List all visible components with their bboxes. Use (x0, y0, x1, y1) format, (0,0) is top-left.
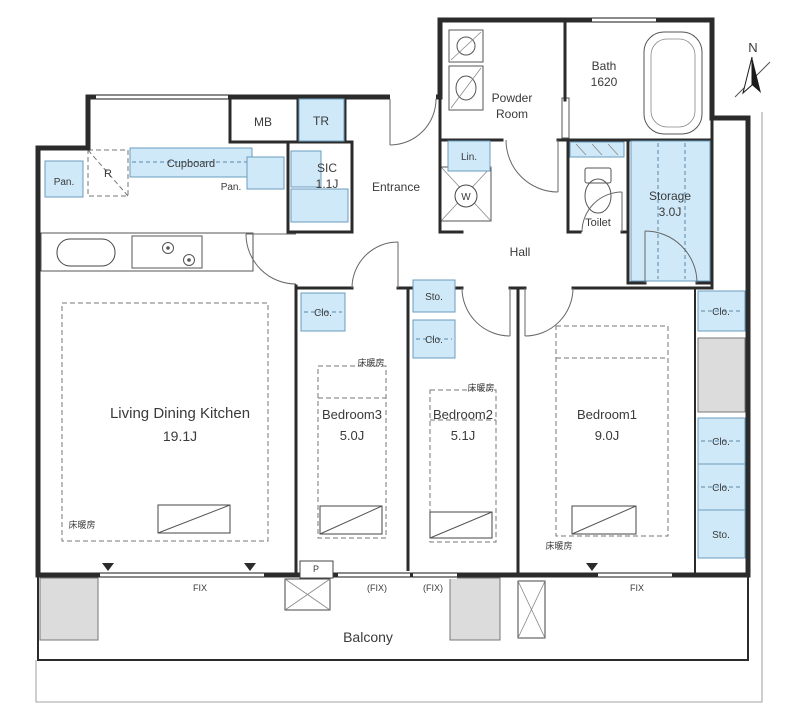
pillar-box (299, 560, 334, 579)
hall-storage-unit (412, 279, 456, 313)
storage-right (697, 509, 746, 559)
sic-size-label: 1.1J (316, 177, 339, 191)
closet-bedroom3-label: Clo. (314, 308, 332, 319)
linen-shelf (447, 140, 491, 172)
sic-shelf-2 (290, 188, 349, 223)
cupboard-label: Cupboard (167, 158, 215, 170)
closet-right-2-label: Clo. (712, 483, 730, 494)
refrigerator-label: R (104, 168, 112, 180)
bed-bedroom2 (429, 389, 497, 543)
windows (96, 17, 672, 579)
hall-label: Hall (510, 245, 531, 259)
fix-window-label-2: (FIX) (367, 583, 387, 593)
toilet-bowl (584, 178, 612, 214)
bath-size-label: 1620 (591, 75, 618, 89)
floor-heating-label-bedroom2: 床暖房 (467, 382, 494, 393)
closet-bedroom2-label: Clo. (425, 335, 443, 346)
floor-heating-label-bedroom3: 床暖房 (357, 357, 384, 368)
closet-bedroom1-top-label: Clo. (712, 307, 730, 318)
bedroom3-label: Bedroom3 (322, 407, 382, 422)
fix-window-label-4: FIX (630, 583, 644, 593)
compass-needle-light (742, 56, 753, 95)
walls (35, 17, 751, 661)
ldk-floor-heating-area (61, 302, 269, 542)
bedroom2-size-label: 5.1J (451, 428, 476, 443)
pantry-label-2: Pan. (221, 182, 242, 193)
washer-label: W (461, 192, 471, 203)
stove (131, 235, 203, 269)
bedroom3-size-label: 5.0J (340, 428, 365, 443)
fix-window-label-1: FIX (193, 583, 207, 593)
kitchen-counter (40, 232, 254, 272)
bedroom1-size-label: 9.0J (595, 428, 620, 443)
gray-blocks (39, 337, 746, 641)
floor-heating-label-ldk: 床暖房 (68, 519, 95, 530)
compass (734, 56, 771, 98)
bedroom2-label: Bedroom2 (433, 407, 493, 422)
storage-elements (44, 98, 746, 559)
desks (157, 504, 637, 539)
dashed-furniture (61, 149, 669, 543)
pillar-label: P (313, 564, 319, 574)
bathtub (643, 31, 703, 135)
ldk-label: Living Dining Kitchen (110, 405, 250, 422)
toilet-label: Toilet (585, 217, 611, 229)
powder-room-label-2: Room (496, 107, 528, 121)
storage-size-label: 3.0J (659, 205, 682, 219)
doors (245, 98, 698, 337)
sic-label: SIC (317, 161, 337, 175)
vanity-counter (448, 29, 484, 63)
storage-right-label: Sto. (712, 530, 730, 541)
closet-bedroom3 (300, 292, 346, 332)
compass-north-label: N (748, 40, 757, 55)
storage-label: Storage (649, 189, 691, 203)
storage-room-shelves (630, 140, 711, 282)
floor-heating-label-bedroom1: 床暖房 (545, 540, 572, 551)
bath-door (561, 97, 570, 139)
refrigerator-space (87, 149, 129, 197)
balcony-details (35, 112, 763, 703)
compass-needle-dark (752, 57, 761, 93)
bedroom1-label: Bedroom1 (577, 407, 637, 422)
meter-box-label: MB (254, 115, 272, 129)
pantry-unit (44, 160, 84, 198)
trunk-room-unit (298, 98, 345, 142)
bed-bedroom3 (317, 365, 387, 539)
bed-bedroom1 (555, 325, 669, 537)
linen-label: Lin. (461, 152, 477, 163)
pantry-label-1: Pan. (54, 177, 75, 188)
hall-storage-label: Sto. (425, 292, 443, 303)
fix-window-label-3: (FIX) (423, 583, 443, 593)
trunk-room-label: TR (313, 114, 329, 128)
powder-room-label-1: Powder (492, 91, 533, 105)
closet-right-1-label: Clo. (712, 437, 730, 448)
sic-shelf-1 (290, 150, 322, 188)
kitchen-sink (56, 238, 116, 267)
labels: MB TR Cupboard Pan. R Pan. SIC 1.1J Entr… (54, 40, 758, 645)
balcony-label: Balcony (343, 629, 393, 645)
ldk-size-label: 19.1J (163, 428, 197, 444)
pantry-unit-2 (246, 156, 285, 190)
bath-label: Bath (592, 59, 617, 73)
entrance-label: Entrance (372, 180, 420, 194)
